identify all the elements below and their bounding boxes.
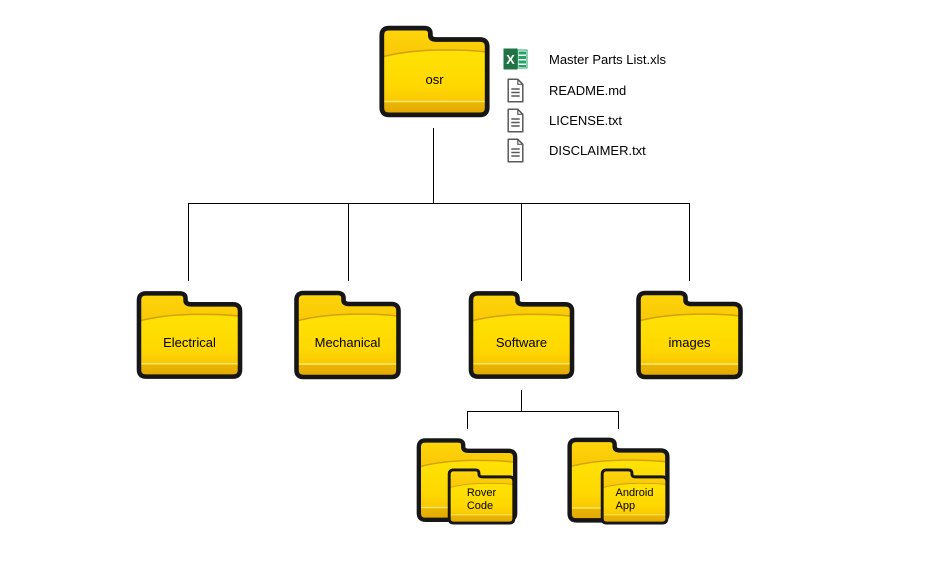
document-icon bbox=[503, 78, 549, 103]
connector-root-vertical bbox=[433, 128, 434, 203]
folder-label: Mechanical bbox=[314, 335, 381, 350]
connector-drop-rover-code bbox=[467, 411, 468, 429]
svg-text:X: X bbox=[506, 52, 515, 67]
file-name: README.md bbox=[549, 82, 627, 98]
subfolder-label: Android App bbox=[598, 468, 671, 525]
file-row-master-parts-list[interactable]: X Master Parts List.xls bbox=[503, 45, 666, 73]
connector-drop-mechanical bbox=[348, 203, 349, 281]
subfolder-label-line1: Rover bbox=[466, 486, 497, 499]
connector-software-vertical bbox=[521, 390, 522, 411]
folder-node-mechanical[interactable]: Mechanical bbox=[293, 290, 402, 380]
document-icon bbox=[503, 138, 549, 163]
file-name: LICENSE.txt bbox=[549, 112, 622, 128]
subfolder-label: Rover Code bbox=[445, 468, 518, 525]
connector-drop-software bbox=[521, 203, 522, 281]
connector-drop-android-app bbox=[618, 411, 619, 429]
folder-node-images[interactable]: images bbox=[635, 290, 744, 380]
subfolder-label-line2: App bbox=[615, 499, 636, 512]
folder-label: Software bbox=[495, 335, 548, 350]
folder-node-android-app[interactable]: Android App bbox=[566, 437, 671, 525]
connector-drop-electrical bbox=[188, 203, 189, 281]
document-icon bbox=[503, 108, 549, 133]
folder-node-rover-code[interactable]: Rover Code bbox=[416, 437, 518, 525]
folder-label: images bbox=[668, 335, 711, 350]
connector-drop-images bbox=[689, 203, 690, 281]
folder-label: Electrical bbox=[163, 335, 216, 350]
folder-node-software[interactable]: Software bbox=[468, 290, 575, 380]
subfolder-label-line1: Android bbox=[615, 486, 654, 499]
folder-node-electrical[interactable]: Electrical bbox=[136, 290, 243, 380]
file-row-readme[interactable]: README.md bbox=[503, 76, 626, 104]
excel-file-icon: X bbox=[503, 48, 549, 70]
connector-sub-horizontal bbox=[467, 411, 619, 412]
file-name: Master Parts List.xls bbox=[549, 51, 667, 67]
connector-main-horizontal bbox=[188, 203, 690, 204]
file-row-license[interactable]: LICENSE.txt bbox=[503, 106, 622, 134]
subfolder-label-line2: Code bbox=[466, 499, 494, 512]
file-name: DISCLAIMER.txt bbox=[549, 142, 646, 158]
folder-node-osr[interactable]: osr bbox=[378, 25, 491, 118]
file-row-disclaimer[interactable]: DISCLAIMER.txt bbox=[503, 136, 646, 164]
folder-label: osr bbox=[425, 71, 444, 87]
